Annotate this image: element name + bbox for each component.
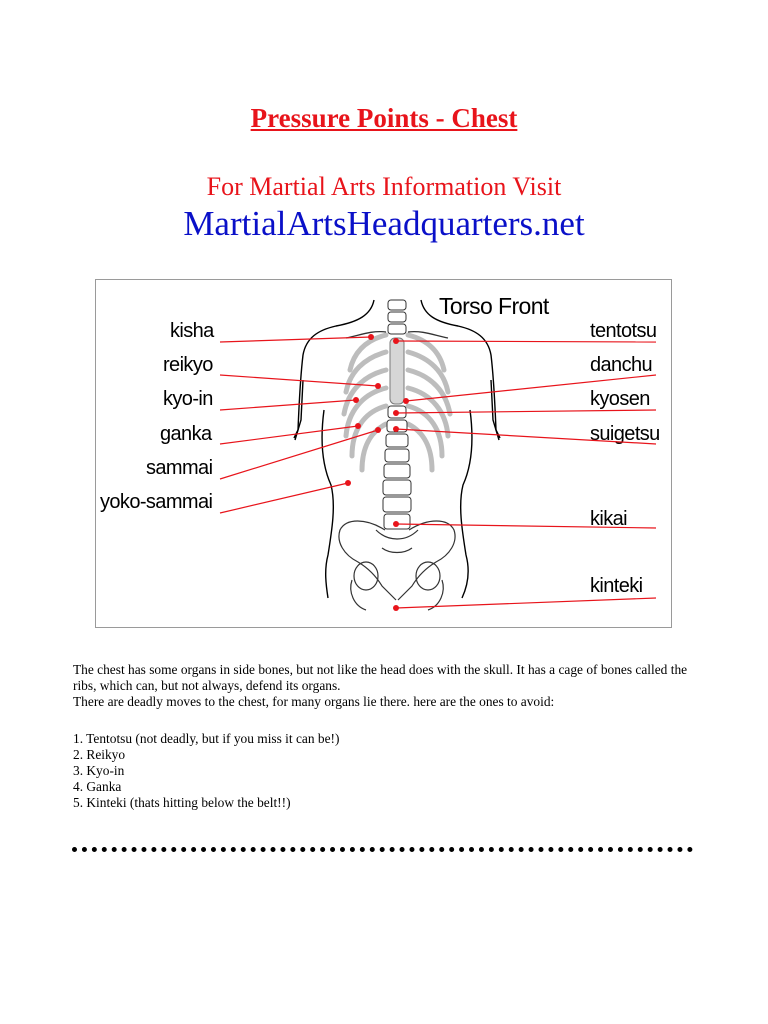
- spine: [382, 299, 412, 530]
- leader-kisha: [219, 336, 372, 343]
- list-item: 3. Kyo-in: [73, 763, 125, 778]
- point-kyo-in: [353, 397, 359, 403]
- label-sammai: sammai: [146, 457, 213, 479]
- label-ganka: ganka: [160, 423, 213, 445]
- leader-kinteki: [395, 597, 657, 609]
- leader-sammai: [219, 429, 379, 480]
- leader-reikyo: [219, 374, 379, 387]
- leader-yoko-sammai: [219, 482, 349, 514]
- point-kinteki: [393, 605, 399, 611]
- torso-illustration: Torso Front kisha reikyo kyo-in ganka sa…: [100, 293, 660, 611]
- label-kyo-in: kyo-in: [163, 388, 213, 410]
- dotted-divider: [72, 847, 693, 852]
- label-yoko-sammai: yoko-sammai: [100, 491, 212, 513]
- list-item: 2. Reikyo: [73, 747, 126, 762]
- rib-cage: [341, 332, 453, 473]
- point-yoko-sammai: [345, 480, 351, 486]
- paragraph-line-1: The chest has some organs in side bones,…: [73, 662, 688, 693]
- pressure-points: [345, 334, 409, 611]
- label-suigetsu: suigetsu: [590, 423, 660, 445]
- paragraph-line-2: There are deadly moves to the chest, for…: [73, 694, 555, 709]
- avoid-list: 1. Tentotsu (not deadly, but if you miss…: [73, 731, 713, 811]
- point-tentotsu: [393, 338, 399, 344]
- torso-diagram: Torso Front kisha reikyo kyo-in ganka sa…: [95, 279, 672, 628]
- point-kisha: [368, 334, 374, 340]
- label-kyosen: kyosen: [590, 388, 650, 410]
- site-link[interactable]: MartialArtsHeadquarters.net: [183, 204, 585, 243]
- point-suigetsu: [393, 426, 399, 432]
- point-sammai: [375, 427, 381, 433]
- label-kikai: kikai: [590, 508, 627, 530]
- intro-paragraph: The chest has some organs in side bones,…: [73, 662, 713, 710]
- leader-ganka: [219, 425, 359, 445]
- point-reikyo: [375, 383, 381, 389]
- label-tentotsu: tentotsu: [590, 320, 656, 342]
- visit-text: For Martial Arts Information Visit: [206, 172, 562, 201]
- list-item: 4. Ganka: [73, 779, 122, 794]
- label-reikyo: reikyo: [163, 354, 213, 376]
- label-danchu: danchu: [590, 354, 652, 376]
- page-title: Pressure Points - Chest: [250, 103, 518, 133]
- point-kikai: [393, 521, 399, 527]
- list-item: 5. Kinteki (thats hitting below the belt…: [73, 795, 291, 810]
- point-danchu: [403, 398, 409, 404]
- leader-tentotsu: [395, 340, 657, 343]
- point-ganka: [355, 423, 361, 429]
- leader-suigetsu: [395, 428, 657, 445]
- leader-kikai: [395, 523, 657, 529]
- sternum: [389, 337, 405, 405]
- label-kisha: kisha: [170, 320, 215, 342]
- body-outline: [293, 299, 501, 599]
- pelvis: [338, 520, 456, 611]
- leader-kyo-in: [219, 399, 357, 411]
- point-kyosen: [393, 410, 399, 416]
- leader-kyosen: [395, 409, 657, 414]
- figure-title: Torso Front: [439, 293, 550, 319]
- label-kinteki: kinteki: [590, 575, 643, 597]
- list-item: 1. Tentotsu (not deadly, but if you miss…: [73, 731, 340, 746]
- leader-danchu: [405, 374, 657, 402]
- leader-lines: [219, 336, 657, 609]
